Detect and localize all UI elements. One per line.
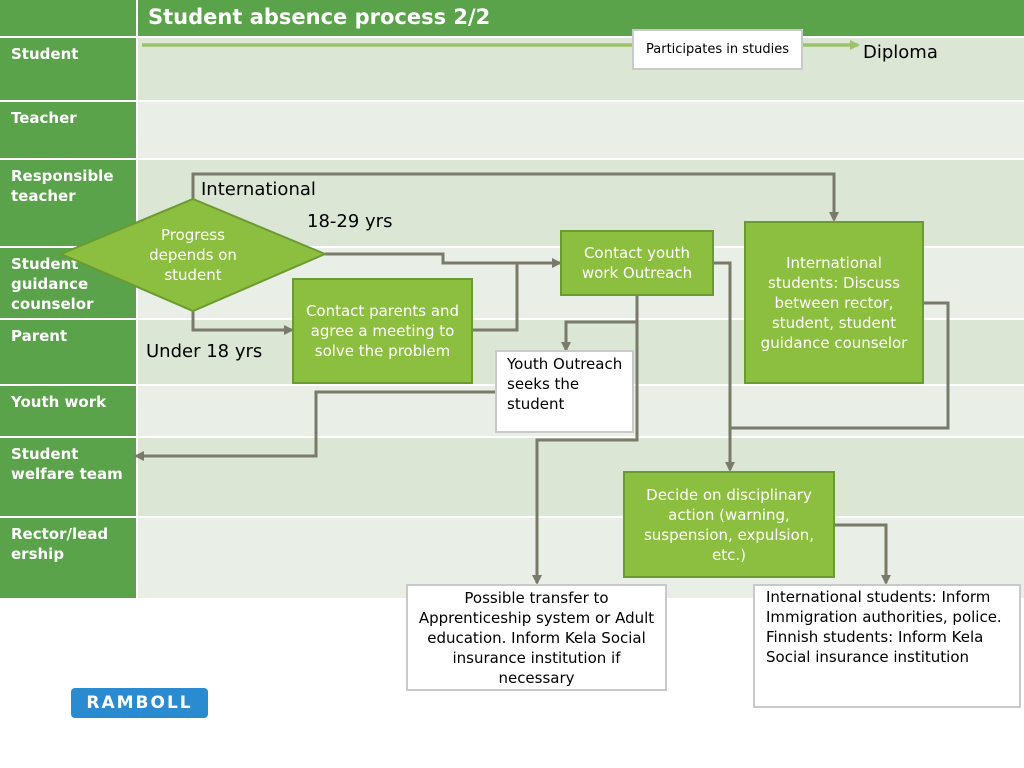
arrow-seeks-to-welfare bbox=[134, 390, 495, 461]
arrow-under-18-to-parents bbox=[191, 311, 294, 335]
arrow-disciplinary-to-inform bbox=[835, 523, 891, 585]
arrow-youth-to-disciplinary bbox=[714, 261, 735, 472]
arrow-18-29-to-youth bbox=[325, 252, 562, 268]
lane-student-welfare-team bbox=[138, 438, 1024, 516]
arrow-international-to-disciplinary bbox=[730, 301, 950, 430]
decision-diamond bbox=[58, 197, 328, 313]
header-bar bbox=[138, 0, 1024, 36]
lane-label-student-welfare-team: Student welfare team bbox=[0, 438, 136, 516]
arrow-parents-to-youth bbox=[473, 263, 519, 332]
page-title: Student absence process 2/2 bbox=[148, 5, 491, 29]
header-corner bbox=[0, 0, 136, 36]
arrow-youth-to-seeks bbox=[561, 296, 639, 352]
lane-teacher bbox=[138, 102, 1024, 158]
possible-transfer-box: Possible transfer to Apprenticeship syst… bbox=[406, 584, 667, 691]
lane-label-teacher: Teacher bbox=[0, 102, 136, 158]
lane-label-parent: Parent bbox=[0, 320, 136, 384]
arrow-youth-to-transfer bbox=[532, 322, 639, 585]
decision-label: Progress depends on student bbox=[149, 226, 237, 284]
contact-parents-box: Contact parents and agree a meeting to s… bbox=[292, 278, 473, 384]
arrow-international bbox=[191, 172, 839, 222]
diploma-label: Diploma bbox=[863, 42, 938, 63]
edge-label-18-29: 18-29 yrs bbox=[307, 211, 393, 232]
participates-box: Participates in studies bbox=[632, 29, 803, 70]
edge-label-international: International bbox=[201, 179, 316, 200]
lane-label-student: Student bbox=[0, 38, 136, 100]
ramboll-logo: RAMBOLL bbox=[71, 688, 208, 718]
international-discuss-box: International students: Discuss between … bbox=[744, 221, 924, 384]
contact-youth-outreach-box: Contact youth work Outreach bbox=[560, 230, 714, 296]
lane-label-rector-leadership: Rector/lead ership bbox=[0, 518, 136, 598]
inform-authorities-box: International students: Inform Immigrati… bbox=[753, 584, 1021, 708]
lane-label-youth-work: Youth work bbox=[0, 386, 136, 436]
youth-outreach-seeks-box: Youth Outreach seeks the student bbox=[495, 350, 634, 433]
lane-student bbox=[138, 38, 1024, 100]
edge-label-under-18: Under 18 yrs bbox=[146, 341, 263, 362]
disciplinary-action-box: Decide on disciplinary action (warning, … bbox=[623, 471, 835, 578]
